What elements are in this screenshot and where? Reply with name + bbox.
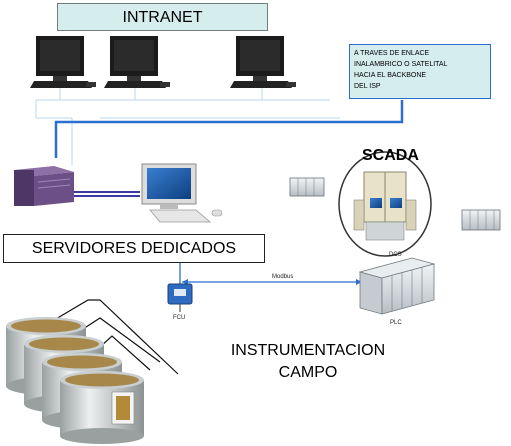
satellite-note-line-3: HACIA EL BACKBONE — [354, 72, 427, 79]
fcu-label: FCU — [173, 315, 185, 321]
server-workstation — [141, 163, 223, 223]
server-cable — [74, 191, 140, 197]
satellite-link-line — [54, 100, 404, 158]
field-instrumentation-line-1: INSTRUMENTACION — [230, 342, 386, 359]
workstation-3 — [230, 36, 296, 88]
intranet-label: INTRANET — [57, 3, 268, 31]
workstation-1 — [30, 36, 96, 88]
workstation-2 — [104, 36, 170, 88]
satellite-note-line-2: INALAMBRICO O SATELITAL — [354, 61, 448, 68]
servers-label: SERVIDORES DEDICADOS — [3, 234, 265, 263]
dcs-cabinet-icon — [353, 171, 417, 241]
field-instrumentation-label: INSTRUMENTACION CAMPO — [208, 340, 408, 384]
tank-icon-4 — [60, 371, 144, 444]
plc-main-label: PLC — [390, 320, 402, 326]
plc-icon-left — [289, 177, 325, 197]
satellite-link-note: A TRAVES DE ENLACE INALAMBRICO O SATELIT… — [349, 44, 491, 99]
plc-main-icon — [358, 257, 436, 315]
satellite-note-line-4: DEL ISP — [354, 83, 381, 90]
modbus-label: Modbus — [272, 274, 293, 280]
intranet-lan — [35, 88, 340, 165]
fcu-icon — [167, 283, 193, 312]
dcs-label: DCS — [389, 252, 402, 258]
server-icon — [14, 166, 74, 206]
field-instrumentation-line-2: CAMPO — [278, 364, 338, 381]
satellite-note-line-1: A TRAVES DE ENLACE — [354, 50, 430, 57]
plc-icon-right — [461, 209, 501, 231]
scada-label: SCADA — [362, 147, 419, 164]
